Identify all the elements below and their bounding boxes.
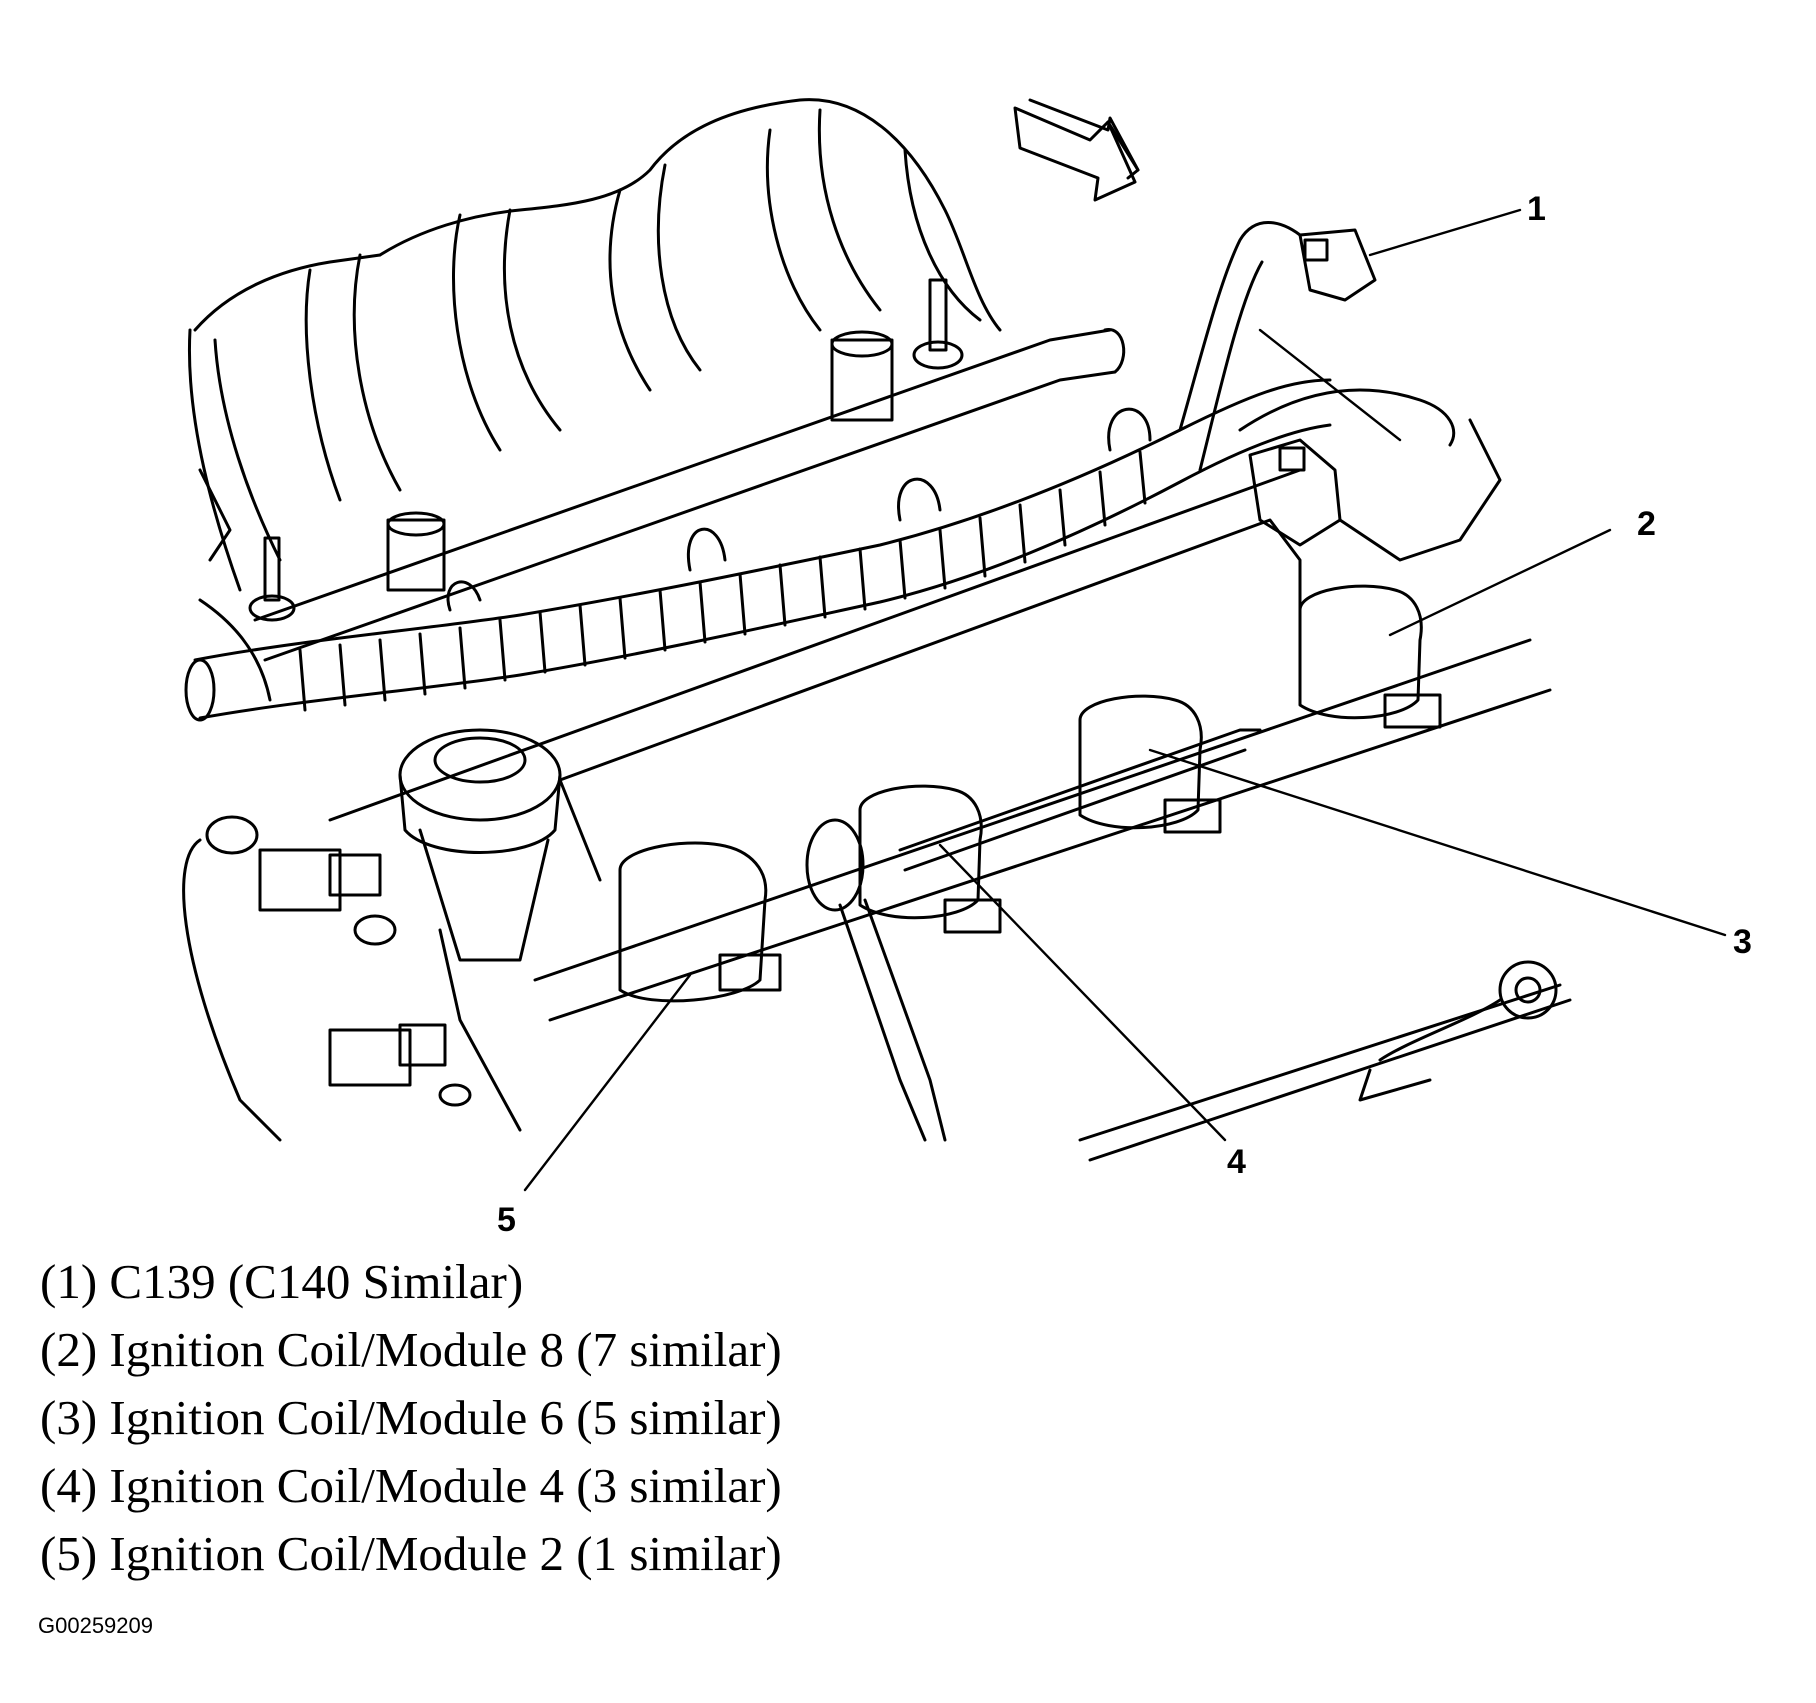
callout-5: 5: [497, 1201, 516, 1239]
callout-4-leader: [938, 843, 1227, 1142]
oil-filler-cap: [398, 728, 562, 962]
ignition-coil-8: [1298, 584, 1442, 729]
callout-2-leader: [1388, 528, 1612, 637]
fuel-rail: [253, 328, 1126, 662]
callout-2: 2: [1637, 505, 1656, 543]
coil-wire: [898, 728, 1262, 852]
legend-item: (3) Ignition Coil/Module 6 (5 similar): [40, 1390, 782, 1445]
wiring-harness: [184, 221, 1456, 722]
callout-3-leader: [1148, 748, 1727, 937]
callout-1: 1: [1527, 190, 1546, 228]
legend-item: (5) Ignition Coil/Module 2 (1 similar): [40, 1526, 782, 1581]
callout-5-leader: [523, 973, 692, 1192]
legend-item: (1) C139 (C140 Similar): [40, 1254, 524, 1309]
callout-3: 3: [1733, 923, 1752, 961]
ignition-coil-4: [858, 784, 1002, 934]
intake-manifold: [187, 98, 1002, 702]
component-legend: (1) C139 (C140 Similar) (2) Ignition Coi…: [40, 1248, 782, 1588]
lower-bracket: [1078, 960, 1572, 1162]
legend-item: (2) Ignition Coil/Module 8 (7 similar): [40, 1322, 782, 1377]
figure-id: G00259209: [38, 1613, 153, 1638]
valve-cover: [328, 468, 1552, 1022]
callout-4: 4: [1227, 1143, 1246, 1181]
callout-1-leader: [1368, 208, 1522, 257]
connector-c139: [1248, 228, 1502, 562]
manifold-studs: [248, 278, 964, 622]
dipstick: [805, 818, 947, 1142]
sensors: [182, 815, 522, 1142]
legend-item: (4) Ignition Coil/Module 4 (3 similar): [40, 1458, 782, 1513]
ignition-coil-6: [1078, 694, 1222, 834]
ignition-coil-2: [618, 841, 782, 1003]
front-direction-arrow-icon: [1013, 98, 1140, 202]
